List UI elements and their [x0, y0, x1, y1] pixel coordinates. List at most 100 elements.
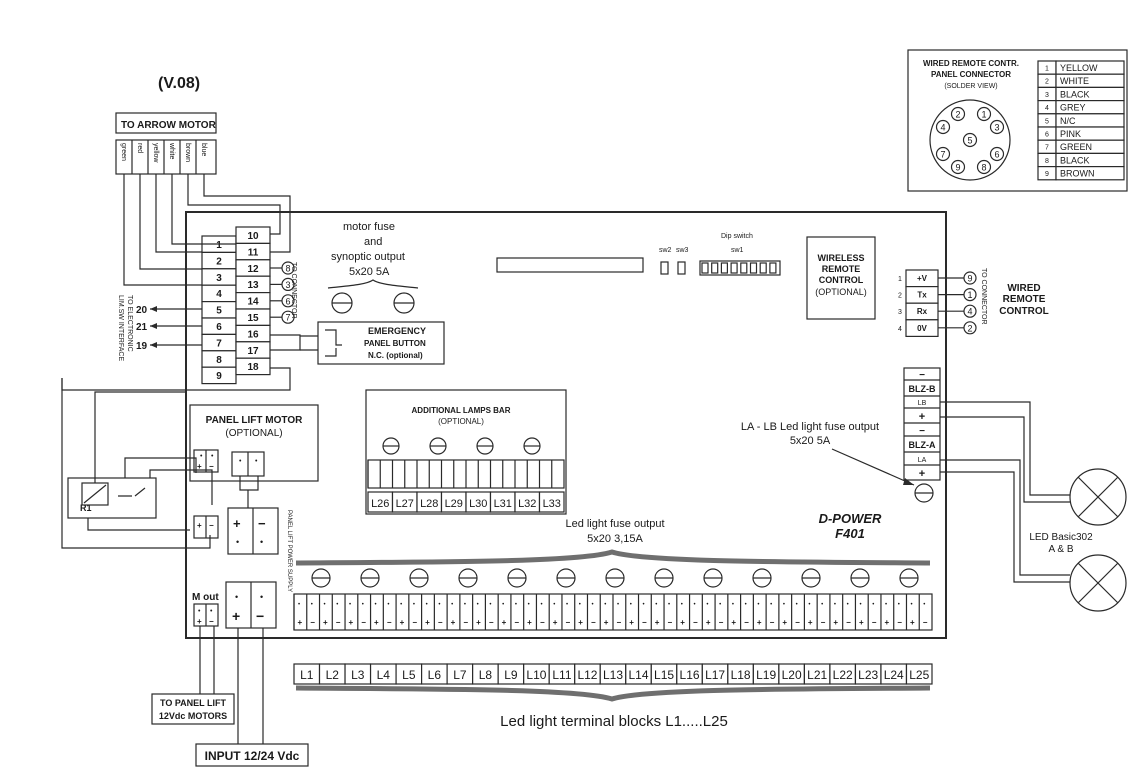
plus-mark: + — [502, 618, 507, 627]
la-lb-fuse-line2: 5x20 5A — [790, 435, 831, 447]
display-strip — [496, 257, 644, 273]
connector-pin-num: 1 — [981, 110, 986, 120]
wired-row-label: +V — [917, 274, 928, 283]
arrow-motor-wire — [155, 174, 202, 253]
dot-mark: • — [808, 602, 810, 608]
brand-line1: D-POWER — [819, 511, 882, 526]
led-label: L16 — [680, 668, 700, 682]
dot-mark: • — [617, 602, 619, 608]
blz-terminal-block: − BLZ-B LB + − BLZ-A LA + — [903, 367, 941, 481]
main-led-terminals: •+•−•+•−•+•−•+•−•+•−•+•−•+•−•+•−•+•−•+•−… — [193, 568, 933, 685]
minus-mark: − — [438, 618, 443, 627]
wireless-box — [806, 236, 876, 320]
motor-fuse-icon — [331, 292, 353, 314]
led-basic-line2: A & B — [1048, 544, 1073, 555]
led-fuse-line2: 5x20 3,15A — [587, 533, 643, 545]
plus-mark: + — [731, 618, 736, 627]
minus-mark: − — [256, 608, 264, 624]
connector-pin-num: 4 — [940, 123, 945, 133]
wire-label: white — [168, 142, 175, 159]
minus-mark: − — [336, 618, 341, 627]
la-lb-arrow-head — [903, 478, 914, 485]
led-label: L22 — [833, 668, 853, 682]
connector-pin — [976, 106, 992, 122]
minus-mark: − — [209, 521, 214, 530]
led-fuse-brace — [295, 549, 931, 566]
blz-a-minus: − — [919, 426, 925, 437]
connector-circle-num: 7 — [285, 313, 290, 323]
plus-mark: + — [808, 618, 813, 627]
dot-mark: • — [260, 592, 263, 602]
wired-row-pin-circle — [963, 288, 977, 302]
minus-mark: − — [565, 618, 570, 627]
dot-mark: • — [464, 602, 466, 608]
dot-mark: • — [783, 602, 785, 608]
la-lb-fuse-arrow — [831, 448, 915, 486]
lamps-bar-label: L27 — [396, 498, 414, 510]
connector-pin-num: 5 — [967, 136, 972, 146]
m-out-label: M out — [192, 592, 219, 603]
color-num: 8 — [1045, 158, 1049, 165]
wired-connector-title2: PANEL CONNECTOR — [931, 70, 1011, 79]
panel-lift-supply-label: PANEL LIFT POWER SUPPLY — [286, 510, 292, 592]
motor-fuse-line3: synoptic output — [331, 251, 405, 263]
minus-mark: − — [770, 618, 775, 627]
led-label: L6 — [428, 668, 442, 682]
wire-label: red — [136, 143, 143, 153]
wired-row-pin: 1 — [967, 290, 972, 300]
terminal-left-num: 3 — [216, 273, 222, 284]
relay-wiring — [61, 378, 213, 549]
minus-mark: − — [897, 618, 902, 627]
lamps-bar-line1: ADDITIONAL LAMPS BAR — [412, 406, 511, 415]
dot-mark: • — [298, 602, 300, 608]
sw1-dip-switch — [699, 260, 781, 276]
connector-pin — [935, 146, 951, 162]
arrow-motor-wires-box — [115, 139, 217, 175]
lamps-bar-label: L30 — [469, 498, 487, 510]
ext-number: 21 — [136, 322, 148, 333]
dot-mark: • — [643, 602, 645, 608]
led-label-cell — [905, 663, 933, 685]
connector-pin-num: 3 — [994, 123, 999, 133]
blz-lb-label: LB — [918, 400, 927, 407]
dot-mark: • — [770, 602, 772, 608]
minus-mark: − — [209, 462, 214, 471]
led-label: L9 — [504, 668, 518, 682]
minus-mark: − — [744, 618, 749, 627]
plus-mark: + — [233, 516, 241, 531]
led-label: L10 — [526, 668, 546, 682]
dot-mark: • — [489, 602, 491, 608]
dot-mark: • — [694, 602, 696, 608]
dot-mark: • — [413, 602, 415, 608]
dot-mark: • — [255, 458, 258, 465]
connector-pin-num: 9 — [955, 163, 960, 173]
dot-mark: • — [235, 592, 238, 602]
connector-pin — [950, 106, 966, 122]
lift-supply-link — [239, 476, 259, 508]
connector-pin-num: 7 — [940, 150, 945, 160]
dot-mark: • — [668, 602, 670, 608]
led-label: L21 — [807, 668, 827, 682]
motor-fuse-line4: 5x20 5A — [349, 266, 390, 278]
arrow-motor-title: TO ARROW MOTOR — [121, 120, 217, 131]
emergency-switch-symbol — [300, 329, 342, 357]
ext-label-2: LIM.SW INTERFACE — [117, 295, 124, 361]
lamps-bar-label: L31 — [494, 498, 512, 510]
led-label: L19 — [756, 668, 776, 682]
minus-mark: − — [591, 618, 596, 627]
led-label: L18 — [731, 668, 751, 682]
color-num: 1 — [1045, 66, 1049, 73]
to-panel-lift-box — [151, 693, 235, 725]
plus-mark: + — [232, 608, 240, 624]
panel-lift-line1: PANEL LIFT MOTOR — [206, 415, 303, 426]
color-num: 6 — [1045, 132, 1049, 139]
version-label: (V.08) — [158, 75, 200, 92]
wire-label: brown — [184, 143, 191, 162]
emergency-line3: N.C. (optional) — [368, 351, 423, 360]
plus-mark: + — [476, 618, 481, 627]
color-name: YELLOW — [1060, 63, 1098, 73]
lamps-bar-label-cell — [538, 491, 565, 513]
terminal-left-num: 1 — [216, 240, 222, 251]
